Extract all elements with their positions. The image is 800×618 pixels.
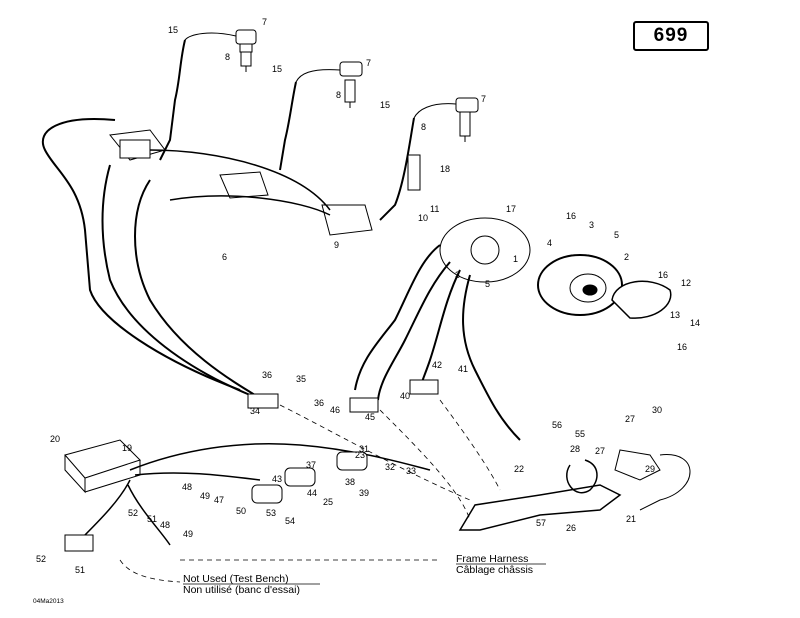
callout-10: 10 (418, 213, 428, 223)
callout-22: 22 (514, 464, 524, 474)
callout-35: 35 (296, 374, 306, 384)
callout-8: 8 (225, 52, 230, 62)
callout-57: 57 (536, 518, 546, 528)
callout-48: 48 (182, 482, 192, 492)
callout-36: 36 (314, 398, 324, 408)
trigger-coil-housing (611, 280, 672, 319)
callout-53: 53 (266, 508, 276, 518)
callout-44: 44 (307, 488, 317, 498)
callout-21: 21 (626, 514, 636, 524)
callout-37: 37 (306, 460, 316, 470)
callout-2: 2 (624, 252, 629, 262)
stator-plate (439, 217, 531, 283)
page-number-box: 699 (633, 21, 709, 51)
callout-51: 51 (75, 565, 85, 575)
callout-38: 38 (345, 477, 355, 487)
callout-32: 32 (385, 462, 395, 472)
callout-27: 27 (625, 414, 635, 424)
callout-labels: 1578158715781869111017163514352161213141… (0, 0, 700, 575)
callout-33: 33 (406, 466, 416, 476)
callout-7: 7 (366, 58, 371, 68)
callout-36: 36 (262, 370, 272, 380)
callout-3: 3 (589, 220, 594, 230)
callout-39: 39 (359, 488, 369, 498)
callout-20: 20 (50, 434, 60, 444)
frame-harness-label: Frame Harness (456, 553, 528, 565)
diagram-artwork (41, 29, 691, 583)
callout-23: 23 (355, 450, 365, 460)
callout-41: 41 (458, 364, 468, 374)
callout-47: 47 (214, 495, 224, 505)
callout-40: 40 (400, 391, 410, 401)
callout-18: 18 (440, 164, 450, 174)
callout-5: 5 (485, 279, 490, 289)
ignition-coil-3 (321, 204, 373, 236)
flywheel (537, 254, 623, 316)
callout-51: 51 (147, 514, 157, 524)
callout-56: 56 (552, 420, 562, 430)
callout-49: 49 (183, 529, 193, 539)
callout-6: 6 (222, 252, 227, 262)
callout-33: 33 (0, 0, 10, 2)
callout-1: 1 (513, 254, 518, 264)
callout-12: 12 (681, 278, 691, 288)
callout-24: 24 (0, 0, 10, 2)
callout-48: 48 (160, 520, 170, 530)
caption-text: Frame Harness Câblage châssis Not Used (… (33, 553, 546, 605)
callout-49: 49 (200, 491, 210, 501)
callout-46: 46 (330, 405, 340, 415)
page-number: 699 (653, 25, 689, 46)
callout-27: 27 (595, 446, 605, 456)
callout-7: 7 (481, 94, 486, 104)
callout-30: 30 (652, 405, 662, 415)
callout-19: 19 (122, 443, 132, 453)
dashed-routing-lines (119, 399, 501, 583)
callout-16: 16 (677, 342, 687, 352)
cablage-chassis-label: Câblage châssis (456, 564, 533, 576)
callout-3: 3 (455, 270, 460, 280)
figure-code: 04Ma2013 (33, 598, 64, 605)
callout-15: 15 (380, 100, 390, 110)
spark-plug-group-right (413, 97, 479, 142)
callout-14: 14 (690, 318, 700, 328)
callout-4: 4 (547, 238, 552, 248)
spark-plug-group-mid (295, 61, 363, 108)
callout-9: 9 (334, 240, 339, 250)
callout-25: 25 (323, 497, 333, 507)
callout-29: 29 (645, 464, 655, 474)
callout-34: 34 (250, 406, 260, 416)
callout-42: 42 (432, 360, 442, 370)
callout-31: 31 (359, 444, 369, 454)
non-utilise-label: Non utilisé (banc d'essai) (183, 584, 300, 596)
callout-8: 8 (421, 122, 426, 132)
callout-13: 13 (670, 310, 680, 320)
callout-52: 52 (128, 508, 138, 518)
ignition-coil-2 (219, 171, 269, 199)
callout-15: 15 (168, 25, 178, 35)
callout-28: 28 (570, 444, 580, 454)
ignition-coil-1 (109, 129, 166, 161)
callout-8: 8 (336, 90, 341, 100)
callout-54: 54 (285, 516, 295, 526)
callout-16: 16 (566, 211, 576, 221)
callout-7: 7 (262, 17, 267, 27)
callout-17: 17 (506, 204, 516, 214)
callout-50: 50 (236, 506, 246, 516)
callout-55: 55 (575, 429, 585, 439)
callout-16: 16 (658, 270, 668, 280)
callout-52: 52 (36, 554, 46, 564)
not-used-label: Not Used (Test Bench) (183, 573, 289, 585)
spark-plug-group-top (184, 29, 257, 72)
callout-5: 5 (614, 230, 619, 240)
callout-43: 43 (272, 474, 282, 484)
callout-15: 15 (272, 64, 282, 74)
callout-45: 45 (365, 412, 375, 422)
callout-26: 26 (566, 523, 576, 533)
callout-11: 11 (430, 204, 439, 214)
